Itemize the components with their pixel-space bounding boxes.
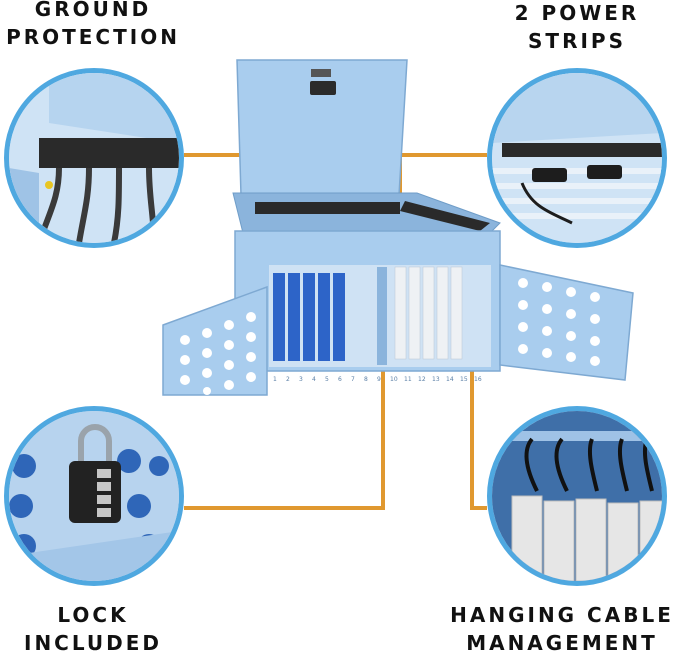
slot-number: 9	[377, 376, 381, 383]
power-strip-icon	[39, 138, 179, 168]
cable-management-line2: MANAGEMENT	[466, 631, 658, 655]
power-strip-right	[400, 201, 490, 231]
power-strips-closeup	[487, 68, 667, 248]
slot-number: 15	[460, 376, 468, 383]
ground-protection-label: GROUND PROTECTION	[2, 0, 184, 51]
slot-number: 16	[474, 376, 482, 383]
slot-number: 3	[299, 376, 303, 383]
cabinet-lid	[236, 59, 408, 196]
slot-number: 14	[446, 376, 454, 383]
slot-number: 10	[390, 376, 398, 383]
slot-number: 7	[351, 376, 355, 383]
power-strips-line1: 2 POWER	[514, 1, 640, 25]
cable-management-label: HANGING CABLE MANAGEMENT	[446, 601, 678, 657]
cabinet-left-door	[162, 285, 268, 396]
lid-handle	[310, 81, 336, 95]
lock-included-line2: INCLUDED	[24, 631, 162, 655]
slot-number: 4	[312, 376, 316, 383]
tablets-white	[394, 266, 463, 360]
tablets-blue	[273, 273, 345, 361]
right-door-holes	[518, 278, 600, 366]
lock-closeup	[4, 406, 184, 586]
slot-number: 11	[404, 376, 412, 383]
slot-numbers: 1 2 3 4 5 6 7 8 9 10 11 12 13 14 15 16	[273, 376, 482, 383]
slot-number: 13	[432, 376, 440, 383]
cabinet-divider	[377, 267, 387, 365]
slot-number: 6	[338, 376, 342, 383]
charging-cabinet-image: 1 2 3 4 5 6 7 8 9 10 11 12 13 14 15 16	[155, 55, 645, 400]
slot-number: 2	[286, 376, 290, 383]
lock-included-label: LOCK INCLUDED	[14, 601, 172, 657]
ground-protection-line1: GROUND	[34, 0, 152, 21]
padlock-icon	[69, 424, 121, 523]
power-strip-icon	[502, 143, 662, 157]
slot-number: 5	[325, 376, 329, 383]
slot-number: 1	[273, 376, 277, 383]
left-door-holes	[180, 312, 256, 395]
power-strip-icon	[255, 202, 400, 214]
cable-management-closeup	[487, 406, 667, 586]
power-strips-line2: STRIPS	[528, 29, 626, 53]
ground-protection-line2: PROTECTION	[6, 25, 180, 49]
cabinet-right-door	[499, 264, 634, 381]
slot-number: 12	[418, 376, 426, 383]
lid-lock-icon	[311, 69, 331, 77]
ground-protection-closeup	[4, 68, 184, 248]
power-strips-label: 2 POWER STRIPS	[506, 0, 648, 55]
cable-management-line1: HANGING CABLE	[450, 603, 674, 627]
slot-number: 8	[364, 376, 368, 383]
lock-included-line1: LOCK	[57, 603, 129, 627]
